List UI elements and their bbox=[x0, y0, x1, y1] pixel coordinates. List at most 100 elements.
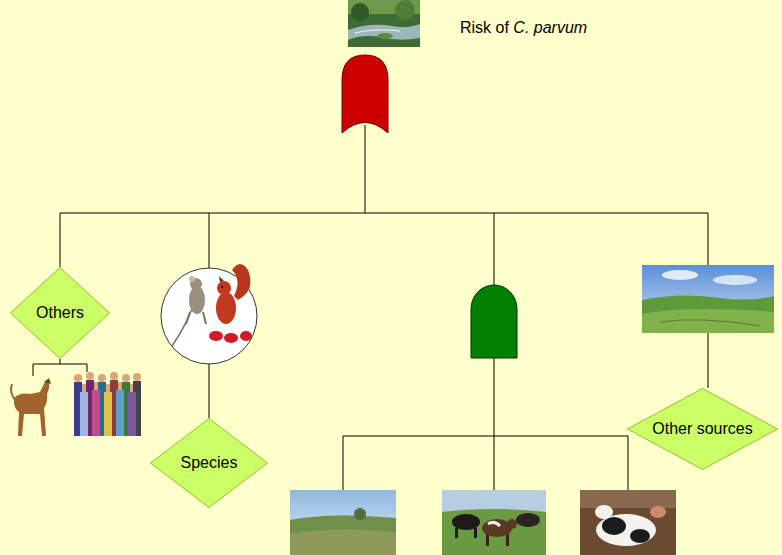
landscape-photo bbox=[642, 309, 774, 333]
people-icon bbox=[110, 372, 118, 380]
calf-photo bbox=[580, 490, 676, 555]
or-gate bbox=[342, 55, 388, 133]
dog-icon bbox=[11, 384, 15, 400]
cattle-photo bbox=[474, 528, 477, 538]
people-icon bbox=[104, 392, 112, 436]
gate-wires bbox=[60, 213, 708, 214]
decision-diamond: Other sources bbox=[627, 388, 778, 470]
people-icon bbox=[98, 374, 106, 382]
people-icon bbox=[74, 372, 141, 392]
diamond-shape bbox=[11, 268, 110, 359]
field-photo bbox=[290, 490, 396, 555]
landscape-photo bbox=[642, 265, 774, 333]
wildlife-icon bbox=[224, 333, 238, 343]
decision-diamond: Others bbox=[10, 267, 110, 359]
node-label: Others bbox=[36, 304, 84, 322]
calf-photo bbox=[630, 529, 650, 543]
people-icon bbox=[80, 392, 88, 436]
gate-wires bbox=[365, 125, 366, 213]
node-text: Species bbox=[181, 454, 238, 472]
dog-icon bbox=[14, 380, 49, 436]
people-icon bbox=[116, 390, 124, 436]
river-photo bbox=[355, 30, 400, 33]
gate-wires bbox=[60, 213, 61, 267]
wildlife-icon bbox=[221, 286, 223, 288]
node-text: Other sources bbox=[652, 420, 752, 438]
gate-wires bbox=[209, 213, 210, 268]
calf-photo bbox=[580, 490, 676, 508]
people-icon bbox=[122, 374, 130, 382]
cattle-photo bbox=[486, 534, 489, 546]
gate-wires bbox=[343, 436, 344, 490]
river-photo bbox=[377, 33, 393, 39]
people-icon bbox=[74, 372, 141, 436]
landscape-photo bbox=[642, 265, 774, 333]
node-label: Species bbox=[181, 454, 238, 472]
river-photo bbox=[348, 24, 420, 40]
field-photo bbox=[290, 490, 396, 555]
dog-icon bbox=[44, 378, 51, 384]
people-icon bbox=[128, 392, 136, 436]
node-text: Others bbox=[36, 304, 84, 322]
river-photo bbox=[348, 0, 420, 47]
cattle-photo bbox=[506, 534, 509, 546]
cattle-photo bbox=[442, 509, 546, 555]
wildlife-icon bbox=[209, 331, 223, 341]
landscape-photo bbox=[662, 270, 698, 280]
gate-wires bbox=[494, 358, 495, 436]
diamond-shape bbox=[151, 419, 268, 508]
landscape-photo bbox=[642, 295, 774, 333]
wildlife-icon bbox=[232, 264, 250, 300]
gate-wires bbox=[494, 436, 495, 490]
people-icon bbox=[133, 373, 141, 381]
event-title: Risk of C. parvum bbox=[460, 19, 587, 37]
cattle-photo bbox=[507, 519, 517, 529]
wildlife-icon bbox=[219, 276, 224, 282]
wildlife-icon bbox=[217, 281, 231, 295]
wildlife-icon bbox=[216, 292, 236, 324]
calf-photo bbox=[602, 517, 626, 535]
title-italic: C. parvum bbox=[513, 19, 587, 36]
calf-photo bbox=[580, 490, 676, 555]
landscape-photo bbox=[660, 320, 760, 326]
wildlife-icon bbox=[161, 264, 257, 364]
gate-wires bbox=[708, 213, 709, 265]
gate-wires bbox=[628, 436, 629, 490]
cattle-photo bbox=[452, 514, 480, 530]
title-plain: Risk of bbox=[460, 19, 513, 36]
and-gate bbox=[471, 285, 517, 358]
river-photo bbox=[348, 0, 420, 47]
river-photo bbox=[395, 0, 415, 20]
people-icon bbox=[86, 372, 94, 380]
calf-photo bbox=[595, 505, 613, 519]
people-icon bbox=[92, 390, 100, 436]
field-photo bbox=[354, 508, 366, 520]
river-photo bbox=[351, 3, 369, 21]
gate-wires bbox=[343, 436, 628, 437]
calf-photo bbox=[650, 506, 666, 518]
wildlife-icon bbox=[189, 276, 195, 282]
dog-icon bbox=[11, 378, 51, 436]
landscape-photo bbox=[713, 275, 757, 285]
node-label: Other sources bbox=[652, 420, 752, 438]
gate-wires bbox=[33, 359, 87, 376]
gate-wires bbox=[708, 333, 709, 388]
diamond-shape bbox=[627, 389, 777, 470]
cattle-photo bbox=[455, 528, 458, 538]
field-photo bbox=[290, 515, 396, 555]
gate-wires bbox=[209, 364, 210, 418]
decision-diamond: Species bbox=[150, 418, 268, 508]
field-photo bbox=[290, 529, 396, 555]
gate-wires bbox=[33, 125, 708, 490]
cattle-photo bbox=[488, 522, 500, 526]
cattle-photo bbox=[516, 513, 540, 527]
gate-wires bbox=[494, 213, 495, 285]
wildlife-icon bbox=[189, 286, 205, 314]
wildlife-icon bbox=[240, 331, 252, 341]
wildlife-icon bbox=[186, 312, 206, 324]
people-icon bbox=[74, 374, 82, 382]
cattle-photo bbox=[442, 490, 546, 555]
cattle-photo bbox=[442, 490, 546, 555]
